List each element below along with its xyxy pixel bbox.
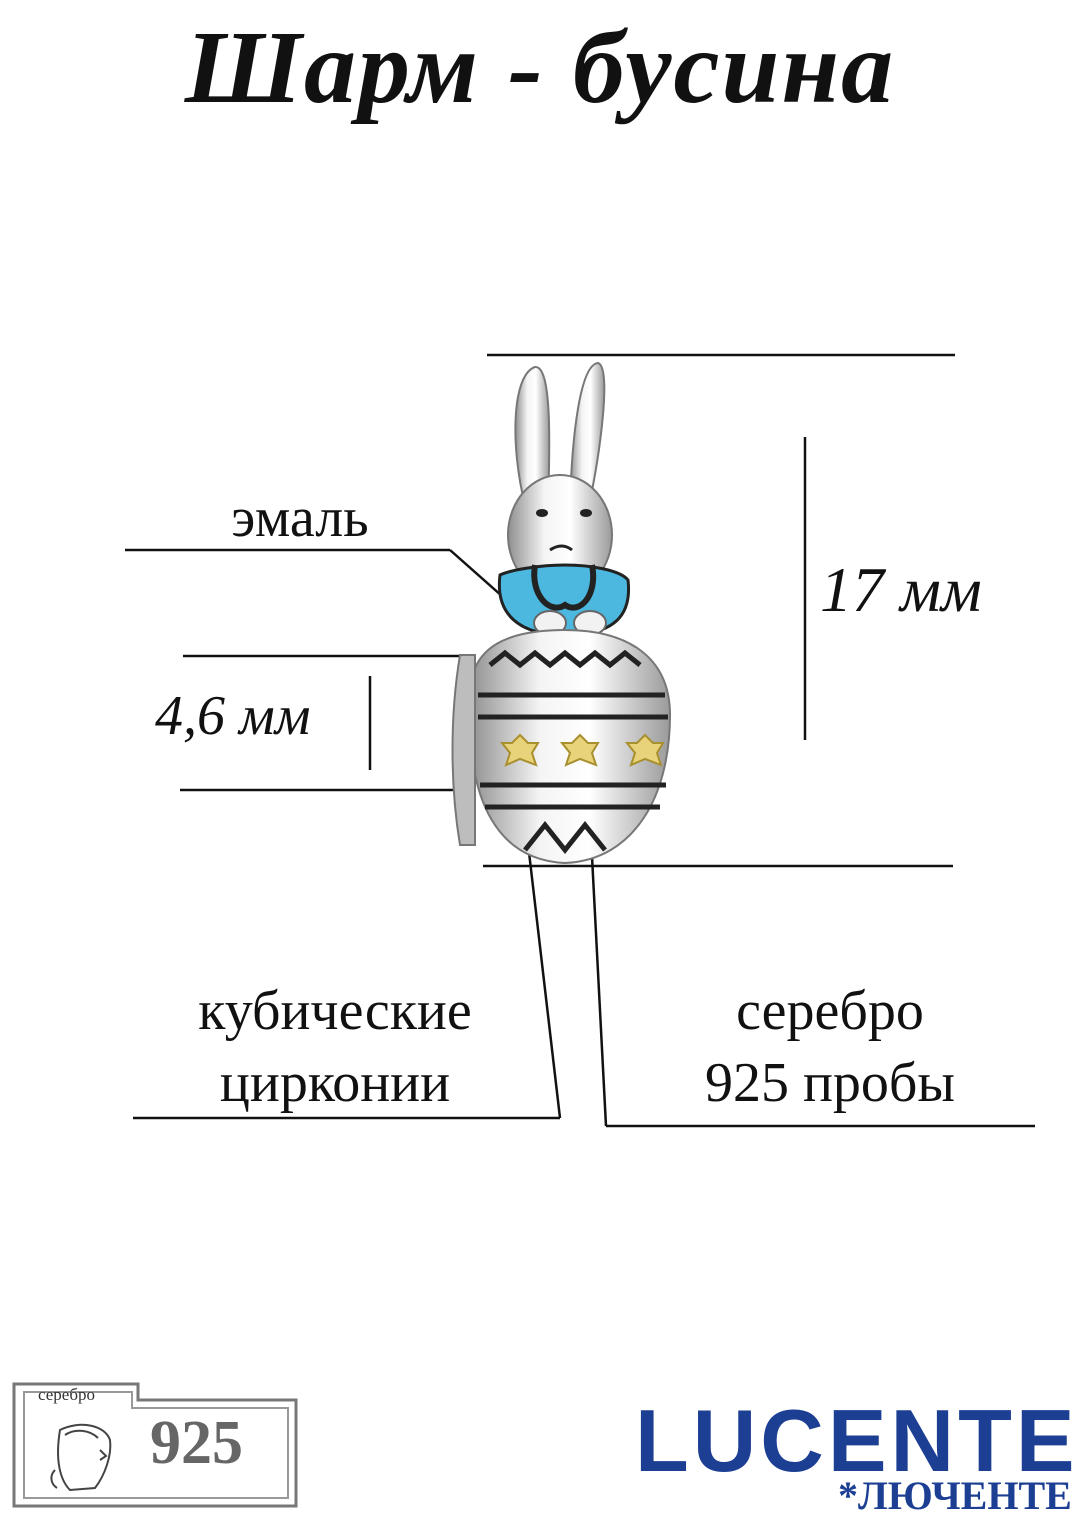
hallmark-caption: серебро	[38, 1385, 95, 1404]
brand-logo: LUCENTE	[635, 1391, 1079, 1490]
zirconia-label-line2: цирконии	[219, 1052, 451, 1114]
silver-label-line2: 925 пробы	[704, 1052, 956, 1114]
silver-label-line1: серебро	[736, 980, 924, 1042]
brand-subtitle: *ЛЮЧЕНТЕ	[838, 1473, 1072, 1518]
hallmark-number: 925	[150, 1409, 243, 1477]
height-dimension-label: 17 мм	[820, 554, 982, 625]
page-title: Шарм - бусина	[184, 10, 896, 125]
enamel-label: эмаль	[231, 487, 369, 549]
silver-leader-line	[588, 817, 608, 1127]
zirconia-label-line1: кубические	[198, 980, 472, 1042]
hallmark-badge	[12, 1382, 298, 1508]
width-dimension-label: 4,6 мм	[155, 685, 311, 747]
hallmark-profile-icon	[50, 1423, 112, 1492]
bunny-charm-image	[451, 361, 672, 865]
